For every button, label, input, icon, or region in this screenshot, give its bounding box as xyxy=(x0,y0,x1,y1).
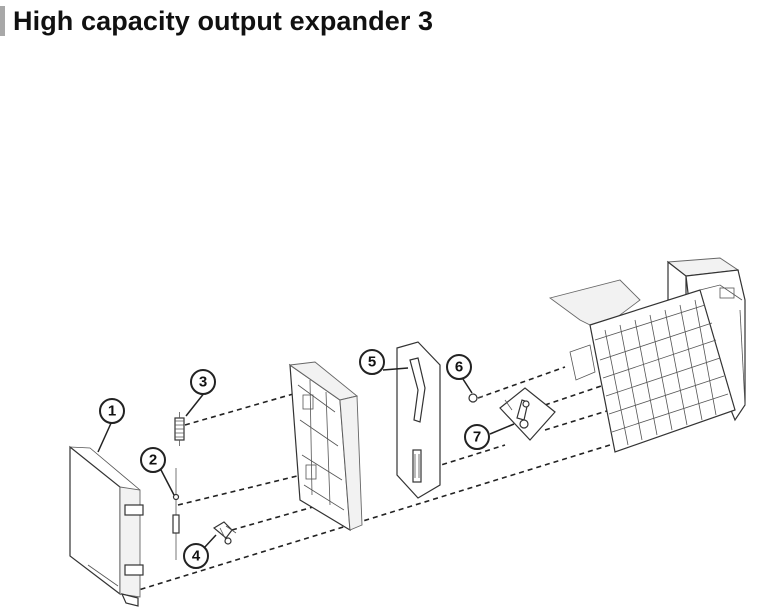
part-side-cover xyxy=(69,445,144,607)
callout-label: 3 xyxy=(199,374,207,391)
page-title-bar: High capacity output expander 3 xyxy=(0,4,433,38)
callout-5: 5 xyxy=(359,349,385,375)
callout-label: 2 xyxy=(149,452,157,469)
callout-7: 7 xyxy=(464,424,490,450)
callout-label: 4 xyxy=(192,548,201,565)
callout-label: 5 xyxy=(368,354,376,371)
callout-2: 2 xyxy=(140,447,166,473)
callout-leaders xyxy=(97,367,515,549)
callout-6: 6 xyxy=(446,354,472,380)
callout-3: 3 xyxy=(190,369,216,395)
assembly-line-1 xyxy=(131,444,611,593)
title-accent-bar xyxy=(0,6,5,36)
part-expander-unit xyxy=(548,257,746,453)
part-screw xyxy=(468,393,484,403)
part-bracket xyxy=(499,387,556,441)
callout-label: 6 xyxy=(455,359,463,376)
callout-label: 7 xyxy=(473,429,481,446)
callout-4: 4 xyxy=(183,543,209,569)
assembly-line-4 xyxy=(231,504,321,531)
part-guide-panel xyxy=(396,341,441,499)
assembly-line-3 xyxy=(184,391,301,426)
callout-1: 1 xyxy=(99,398,125,424)
callout-label: 1 xyxy=(108,403,116,420)
assembly-line-6 xyxy=(477,366,566,399)
part-middle-frame xyxy=(288,361,363,532)
page-title: High capacity output expander 3 xyxy=(13,5,434,36)
part-sensor-flag xyxy=(212,521,237,545)
part-rod-spring xyxy=(172,468,180,560)
assembly-line-7 xyxy=(544,382,611,406)
part-coil-spring xyxy=(174,412,185,446)
